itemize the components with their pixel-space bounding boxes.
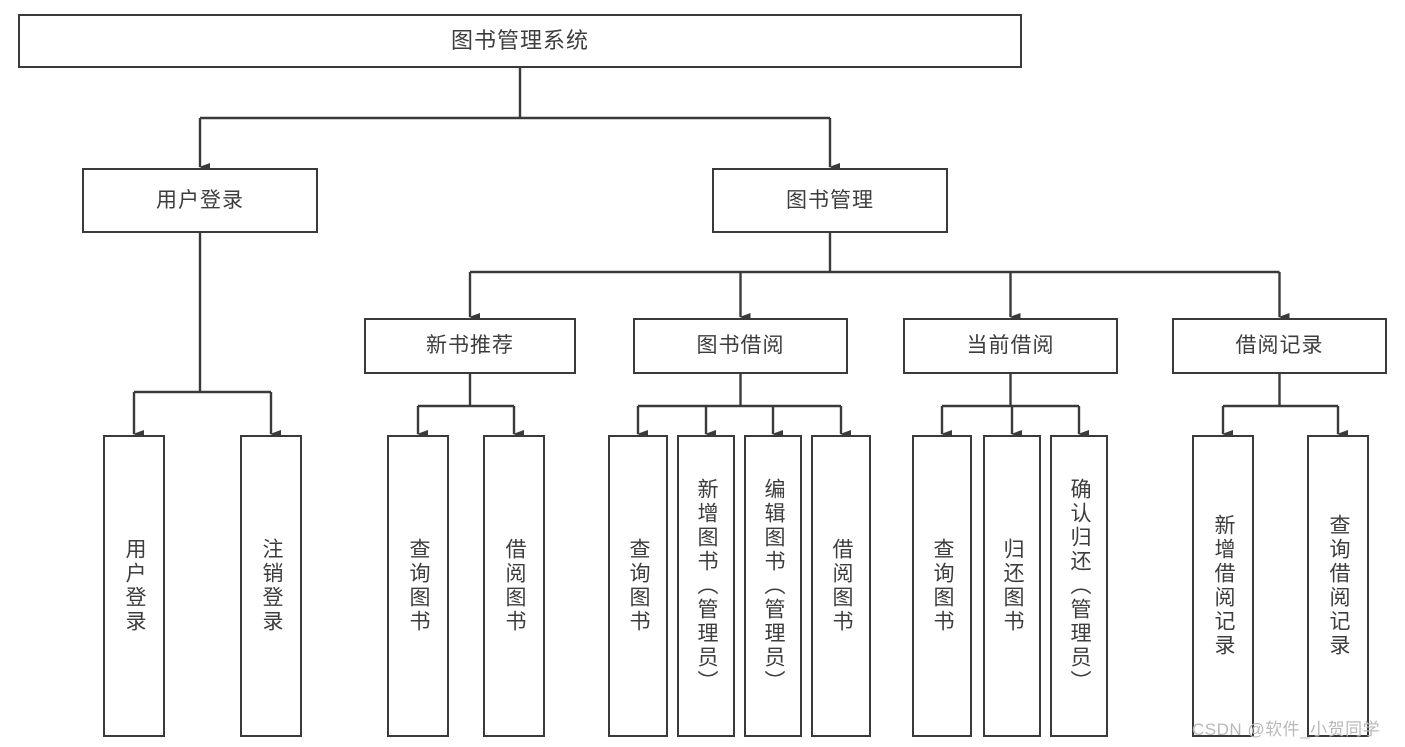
node-leaf13[interactable]: 查询借阅记录 — [1307, 435, 1369, 737]
node-label: 用户登录 — [123, 538, 146, 634]
node-label: 图书管理系统 — [450, 27, 589, 53]
node-label: 用户登录 — [156, 188, 244, 212]
node-current[interactable]: 当前借阅 — [903, 318, 1118, 374]
watermark-text: CSDN @软件_小贺同学 — [1192, 720, 1381, 739]
node-records[interactable]: 借阅记录 — [1172, 318, 1387, 374]
node-label: 确认归还（管理员） — [1068, 478, 1091, 694]
node-leaf11[interactable]: 确认归还（管理员） — [1050, 435, 1108, 737]
node-root[interactable]: 图书管理系统 — [18, 14, 1022, 68]
node-label: 当前借阅 — [966, 334, 1055, 358]
node-leaf7[interactable]: 编辑图书（管理员） — [744, 435, 802, 737]
node-label: 借阅图书 — [830, 538, 853, 634]
node-borrow[interactable]: 图书借阅 — [633, 318, 848, 374]
node-leaf1[interactable]: 用户登录 — [103, 435, 165, 737]
node-leaf8[interactable]: 借阅图书 — [811, 435, 871, 737]
node-label: 查询图书 — [407, 538, 430, 634]
node-leaf3[interactable]: 查询图书 — [387, 435, 449, 737]
node-label: 归还图书 — [1001, 538, 1024, 634]
node-label: 编辑图书（管理员） — [762, 478, 785, 694]
node-label: 查询图书 — [931, 538, 954, 634]
node-label: 图书管理 — [786, 188, 874, 212]
node-label: 查询借阅记录 — [1327, 514, 1350, 658]
node-leaf10[interactable]: 归还图书 — [983, 435, 1041, 737]
node-label: 新增借阅记录 — [1212, 514, 1235, 658]
node-leaf12[interactable]: 新增借阅记录 — [1192, 435, 1254, 737]
node-label: 注销登录 — [260, 538, 283, 634]
node-leaf5[interactable]: 查询图书 — [608, 435, 668, 737]
node-leaf6[interactable]: 新增图书（管理员） — [677, 435, 735, 737]
node-label: 查询图书 — [627, 538, 650, 634]
node-bookmgmt[interactable]: 图书管理 — [712, 168, 948, 233]
node-label: 新书推荐 — [426, 334, 514, 358]
node-leaf2[interactable]: 注销登录 — [240, 435, 302, 737]
node-label: 借阅记录 — [1235, 334, 1324, 358]
node-leaf4[interactable]: 借阅图书 — [483, 435, 545, 737]
node-login[interactable]: 用户登录 — [82, 168, 318, 233]
node-label: 借阅图书 — [503, 538, 526, 634]
node-label: 新增图书（管理员） — [695, 478, 718, 694]
node-newbook[interactable]: 新书推荐 — [364, 318, 576, 374]
node-label: 图书借阅 — [696, 334, 785, 358]
node-leaf9[interactable]: 查询图书 — [912, 435, 972, 737]
